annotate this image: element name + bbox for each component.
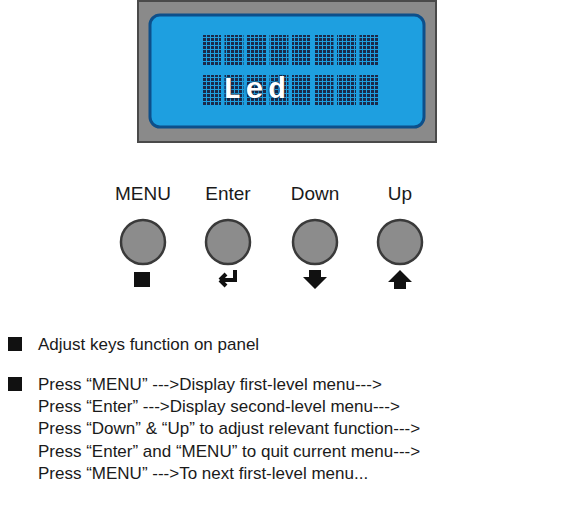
dot-matrix-cell <box>292 35 311 66</box>
key-button: Enter <box>201 182 255 270</box>
button-circle <box>288 216 342 268</box>
bullet-square <box>8 337 22 351</box>
bullet-square <box>8 377 22 391</box>
lcd-display: Led <box>137 0 437 143</box>
key-label: Up <box>373 182 427 206</box>
enter-symbol <box>220 270 235 286</box>
up-symbol <box>388 270 412 289</box>
key-label: MENU <box>113 182 173 206</box>
dot-matrix-cell <box>315 75 334 106</box>
button-circle <box>113 216 173 268</box>
down-symbol <box>303 270 327 289</box>
instruction-text: Press “Down” & “Up” to adjust relevant f… <box>38 418 420 439</box>
key-button: MENU <box>113 182 173 270</box>
stop-symbol <box>134 272 150 287</box>
key-label: Down <box>288 182 342 206</box>
key-button: Down <box>288 182 342 270</box>
instruction-text: Press “MENU” --->To next first-level men… <box>38 463 368 484</box>
dot-matrix-cell <box>337 75 356 106</box>
key-button: Up <box>373 182 427 270</box>
dot-matrix-cell <box>225 35 244 66</box>
instruction-text: Press “MENU” --->Display first-level men… <box>38 374 382 395</box>
screen-glass <box>150 15 424 127</box>
button-circle <box>373 216 427 268</box>
lcd-screen <box>139 2 435 141</box>
instruction-text: Press “Enter” --->Display second-level m… <box>38 396 400 417</box>
dot-matrix-cell <box>202 75 221 106</box>
dot-matrix-cell <box>315 35 334 66</box>
dot-matrix-cell <box>337 35 356 66</box>
instruction-text: Press “Enter” and “MENU” to quit current… <box>38 441 420 462</box>
dot-matrix-cell <box>247 35 266 66</box>
dot-matrix-cell <box>202 35 221 66</box>
key-label: Enter <box>201 182 255 206</box>
dot-matrix-cell <box>270 35 289 66</box>
dot-matrix-cell <box>360 75 379 106</box>
button-circle <box>201 216 255 268</box>
dot-matrix-cell <box>292 75 311 106</box>
display-text: Led <box>223 72 291 108</box>
instruction-text: Adjust keys function on panel <box>38 334 259 355</box>
dot-matrix-cell <box>360 35 379 66</box>
